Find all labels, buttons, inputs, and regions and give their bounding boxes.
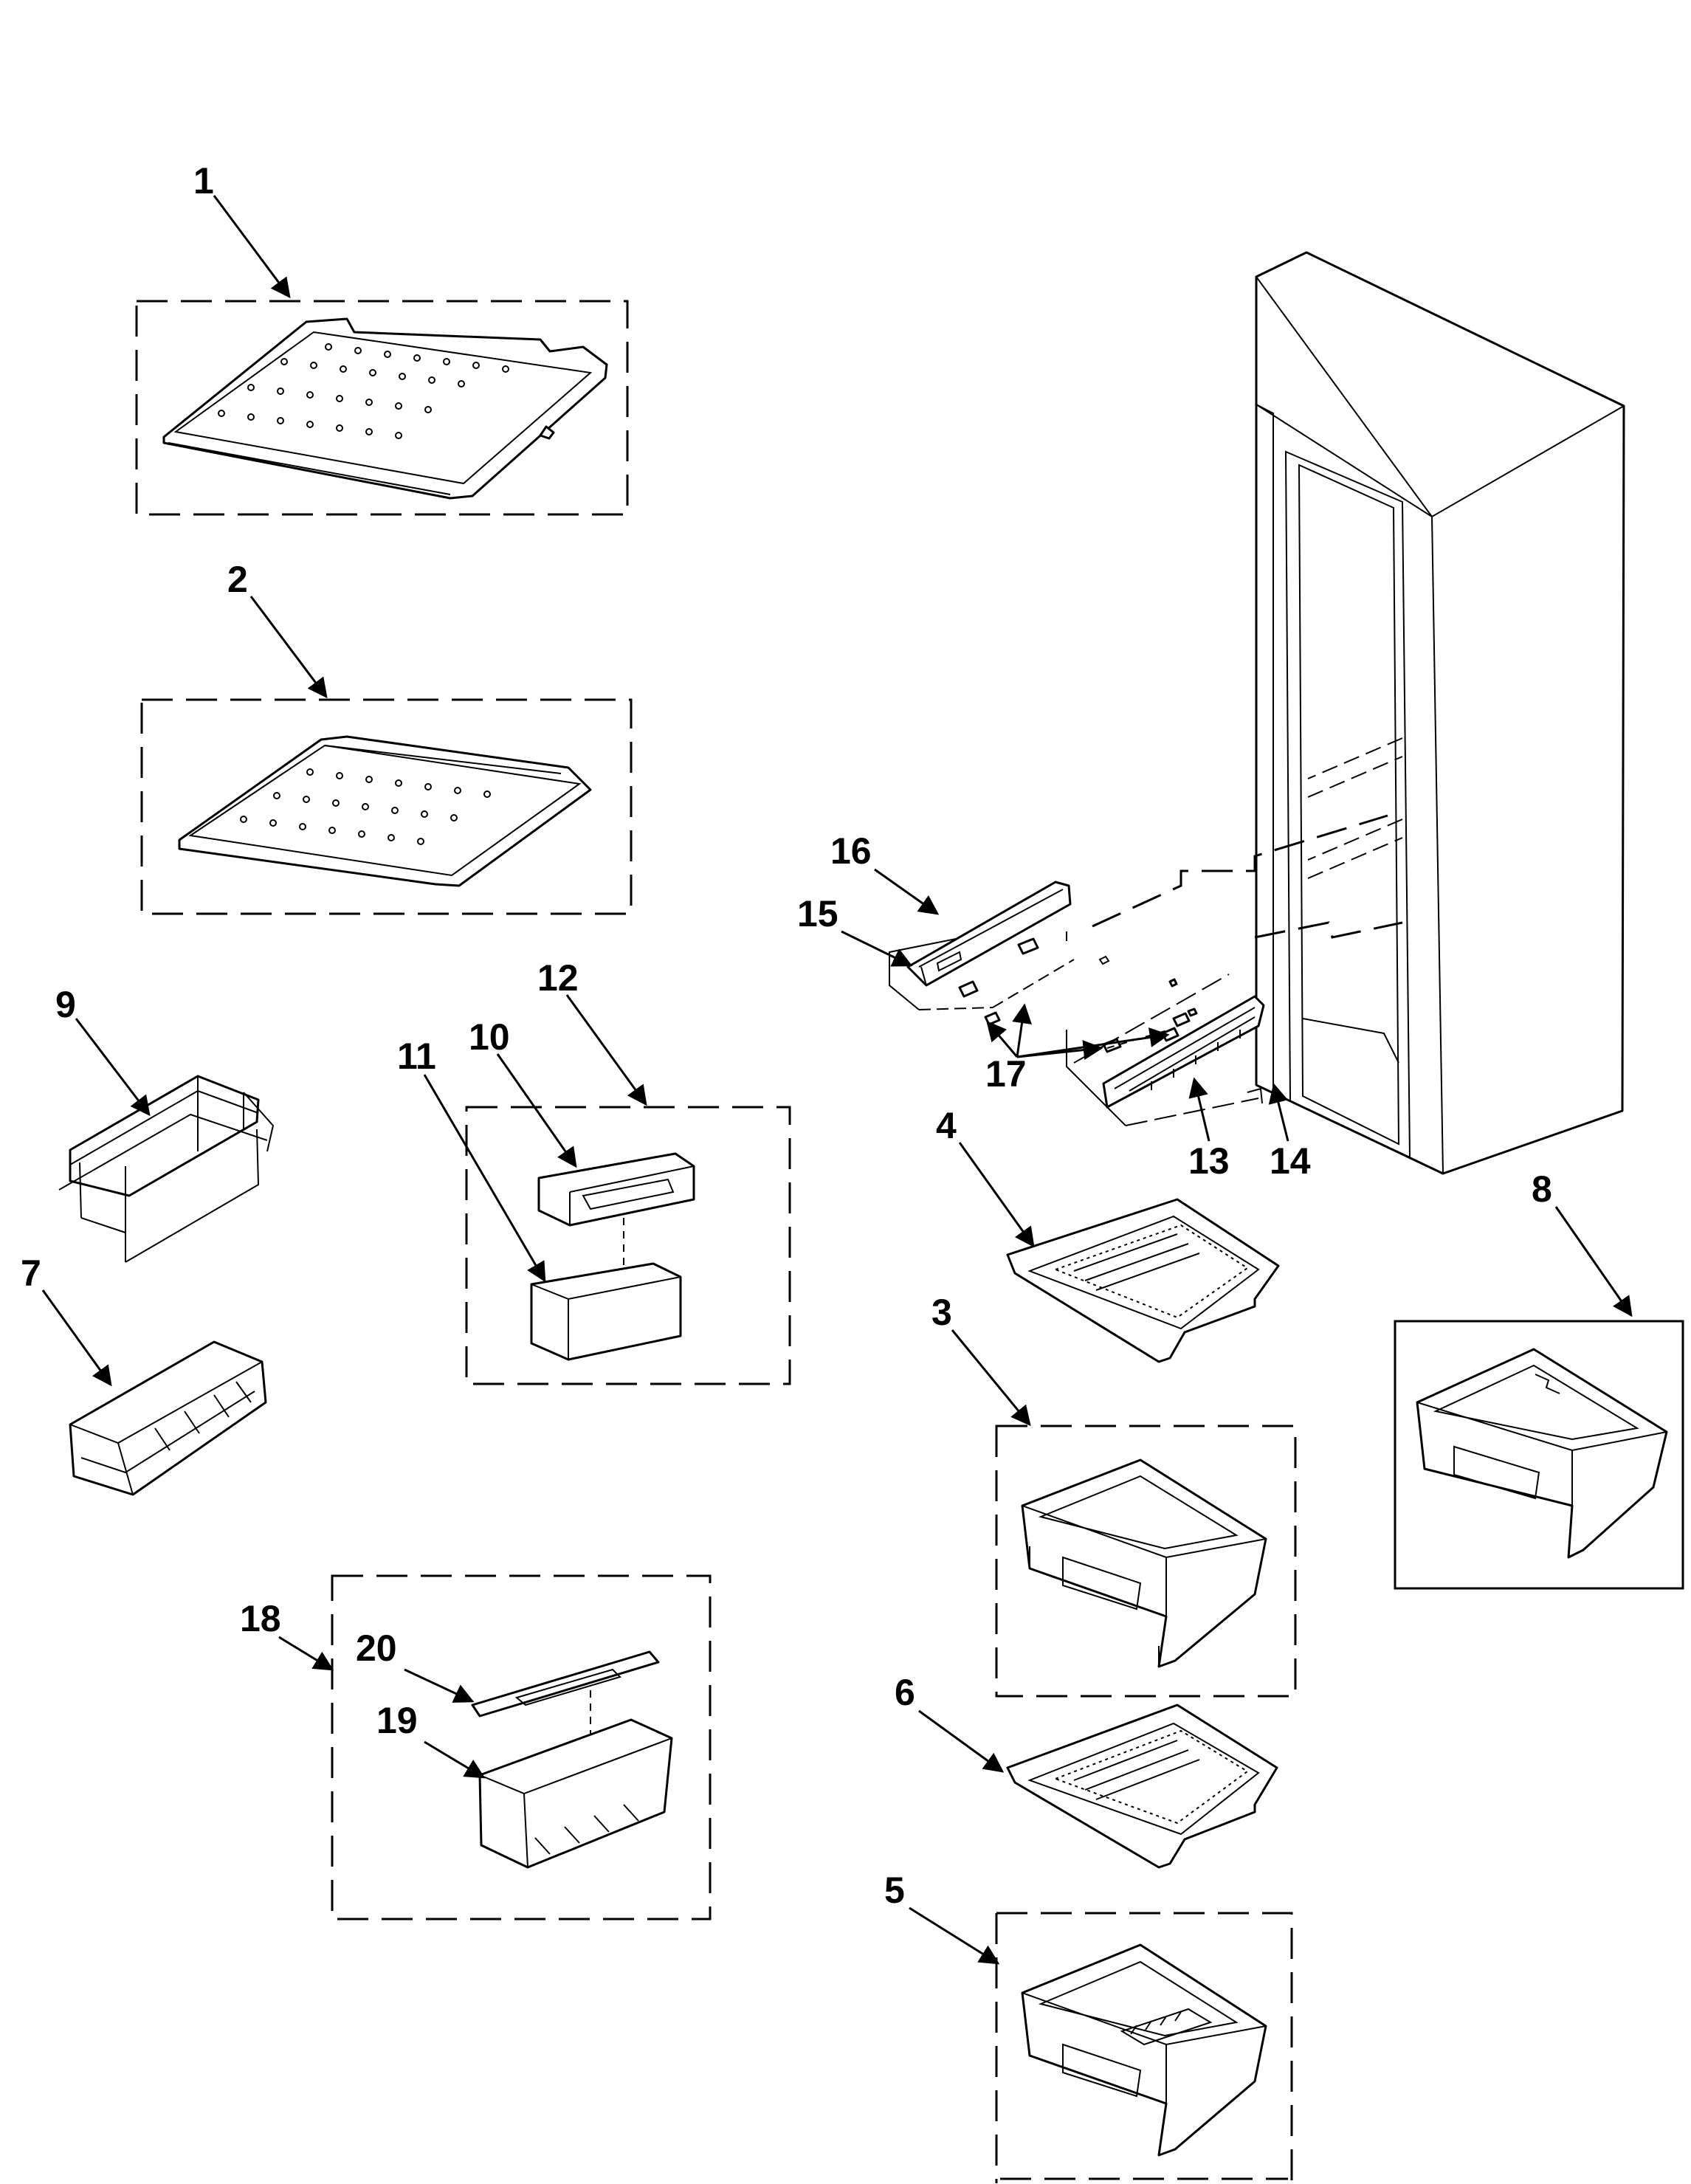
leader-17d bbox=[1016, 1027, 1170, 1058]
leader-1 bbox=[213, 195, 291, 299]
leader-2 bbox=[249, 596, 328, 699]
leader-6 bbox=[918, 1709, 1005, 1773]
label-18: 18 bbox=[240, 1598, 281, 1639]
label-5: 5 bbox=[884, 1870, 905, 1911]
leader-13 bbox=[1188, 1077, 1210, 1142]
label-7: 7 bbox=[21, 1253, 41, 1294]
label-12: 12 bbox=[537, 957, 579, 999]
bin-18 bbox=[331, 1574, 712, 1921]
label-14: 14 bbox=[1270, 1140, 1311, 1182]
label-2: 2 bbox=[227, 559, 248, 600]
label-19: 19 bbox=[376, 1700, 418, 1741]
label-11: 11 bbox=[397, 1036, 436, 1077]
leader-20 bbox=[404, 1668, 475, 1703]
leader-19 bbox=[424, 1740, 486, 1779]
label-20: 20 bbox=[356, 1627, 397, 1669]
door-bin-7 bbox=[69, 1340, 267, 1496]
leader-10 bbox=[496, 1053, 577, 1168]
label-4: 4 bbox=[936, 1105, 957, 1146]
shelf-2-holes bbox=[240, 768, 491, 845]
leader-5 bbox=[909, 1906, 1000, 1965]
shelf-1-holes bbox=[218, 343, 509, 439]
shelf-2 bbox=[140, 698, 633, 915]
label-6: 6 bbox=[895, 1672, 915, 1713]
label-10: 10 bbox=[469, 1016, 510, 1058]
label-13: 13 bbox=[1188, 1140, 1230, 1182]
crisper-cover-6 bbox=[1006, 1704, 1278, 1869]
leader-14 bbox=[1268, 1083, 1289, 1142]
leader-17b bbox=[986, 1020, 1019, 1058]
label-1: 1 bbox=[193, 160, 214, 201]
label-3: 3 bbox=[931, 1292, 952, 1333]
leader-15 bbox=[841, 930, 913, 967]
dairy-12 bbox=[465, 1106, 791, 1385]
leader-4 bbox=[958, 1142, 1035, 1248]
leader-3 bbox=[951, 1329, 1031, 1427]
leader-11 bbox=[423, 1074, 546, 1283]
shelf-1 bbox=[135, 300, 629, 516]
leader-8 bbox=[1554, 1206, 1633, 1317]
refrigerator-cabinet bbox=[1255, 251, 1625, 1175]
crisper-cover-4 bbox=[1006, 1198, 1280, 1363]
leader-17a bbox=[1012, 1003, 1032, 1058]
label-16: 16 bbox=[830, 830, 872, 872]
label-8: 8 bbox=[1532, 1168, 1552, 1210]
crisper-8 bbox=[1394, 1320, 1684, 1590]
label-17: 17 bbox=[985, 1053, 1027, 1095]
leader-12 bbox=[565, 994, 647, 1106]
crisper-5 bbox=[995, 1912, 1293, 2183]
rail-assembly bbox=[889, 814, 1403, 1126]
leader-16 bbox=[874, 868, 940, 915]
crisper-3 bbox=[995, 1425, 1297, 1698]
label-9: 9 bbox=[55, 984, 76, 1025]
leader-9 bbox=[75, 1018, 151, 1117]
leader-18 bbox=[278, 1636, 334, 1671]
label-15: 15 bbox=[797, 893, 838, 934]
leader-7 bbox=[41, 1289, 112, 1387]
door-rack-9 bbox=[58, 1075, 275, 1263]
